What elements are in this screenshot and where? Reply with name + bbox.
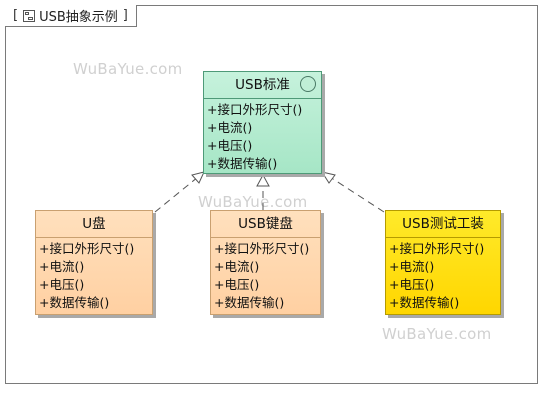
operations-list: +接口外形尺寸() +电流() +电压() +数据传输() xyxy=(386,238,500,314)
interface-class-usb-standard[interactable]: USB标准 +接口外形尺寸() +电流() +电压() +数据传输() xyxy=(203,71,322,174)
operation: +数据传输() xyxy=(39,295,110,310)
operation: +电压() xyxy=(207,138,253,153)
class-name: USB标准 xyxy=(204,72,321,99)
class-name: USB测试工装 xyxy=(386,211,500,238)
realization-arrowhead xyxy=(191,171,205,184)
bracket-left: [ xyxy=(13,8,19,23)
operation: +电压() xyxy=(39,277,85,292)
operation: +数据传输() xyxy=(214,295,285,310)
realization-link-usb-test-fixture xyxy=(329,176,385,213)
class-usb-test-fixture[interactable]: USB测试工装 +接口外形尺寸() +电流() +电压() +数据传输() xyxy=(385,210,501,315)
watermark: WuBaYue.com xyxy=(382,325,492,343)
class-u-disk[interactable]: U盘 +接口外形尺寸() +电流() +电压() +数据传输() xyxy=(35,210,153,315)
watermark: WuBaYue.com xyxy=(73,60,183,78)
operation: +接口外形尺寸() xyxy=(39,241,135,256)
realization-arrowhead xyxy=(320,171,336,184)
operation: +电压() xyxy=(389,277,435,292)
realization-arrowhead xyxy=(256,173,270,187)
operation: +数据传输() xyxy=(389,295,460,310)
diagram-frame xyxy=(5,5,538,384)
watermark: WuBaYue.com xyxy=(198,193,308,211)
operations-list: +接口外形尺寸() +电流() +电压() +数据传输() xyxy=(36,238,152,314)
class-name: USB键盘 xyxy=(211,211,320,238)
diagram-title-tab: [ USB抽象示例 ] xyxy=(5,5,137,27)
operation: +电压() xyxy=(214,277,260,292)
operations-list: +接口外形尺寸() +电流() +电压() +数据传输() xyxy=(204,99,321,175)
operation: +电流() xyxy=(214,259,260,274)
class-usb-keyboard[interactable]: USB键盘 +接口外形尺寸() +电流() +电压() +数据传输() xyxy=(210,210,321,315)
operation: +电流() xyxy=(207,120,253,135)
interface-icon xyxy=(300,76,316,92)
realization-link-u-disk xyxy=(154,176,199,213)
bracket-right: ] xyxy=(122,8,128,23)
operations-list: +接口外形尺寸() +电流() +电压() +数据传输() xyxy=(211,238,320,314)
operation: +接口外形尺寸() xyxy=(214,241,310,256)
operation: +数据传输() xyxy=(207,156,278,171)
operation: +电流() xyxy=(39,259,85,274)
operation: +电流() xyxy=(389,259,435,274)
operation: +接口外形尺寸() xyxy=(207,102,303,117)
package-diagram-icon xyxy=(23,9,36,22)
diagram-title: USB抽象示例 xyxy=(39,10,118,25)
class-name: U盘 xyxy=(36,211,152,238)
operation: +接口外形尺寸() xyxy=(389,241,485,256)
